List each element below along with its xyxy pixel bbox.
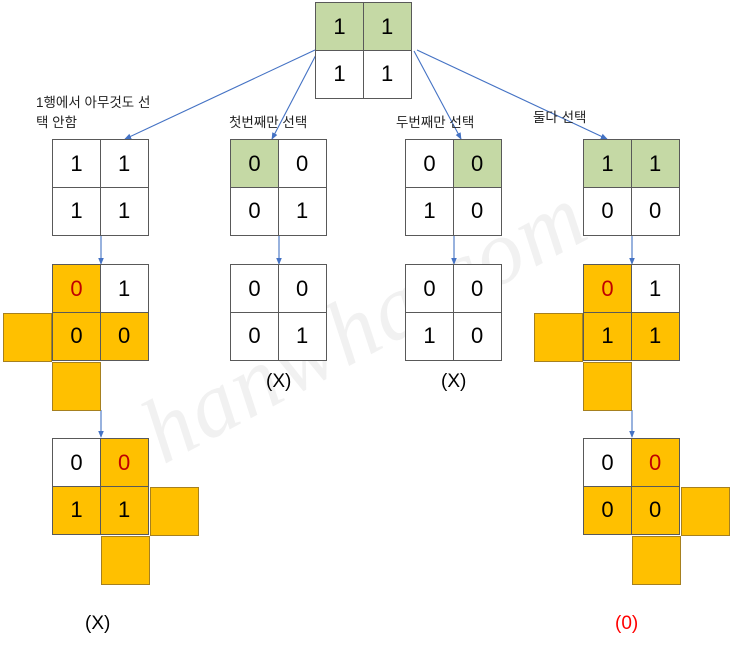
branch-label-first-only: 첫번째만 선택 (229, 115, 308, 130)
cell-1-1[interactable]: 1 (630, 311, 680, 361)
cell-1-0[interactable]: 1 (405, 311, 454, 361)
cell-1-1[interactable]: 0 (452, 311, 502, 361)
grid-row: 1 1 (52, 139, 149, 188)
marked-zero: 0 (117, 449, 131, 475)
cell-1-0[interactable]: 1 (52, 485, 101, 535)
grid-row: 0 1 (52, 264, 149, 313)
cell-0-0[interactable]: 1 (583, 139, 632, 188)
cell-0-0[interactable]: 1 (52, 139, 101, 188)
verdict-first-only: (X) (266, 371, 292, 392)
cell-0-0[interactable]: 0 (583, 438, 632, 487)
grid-row: 1 1 (583, 311, 680, 361)
cell-0-0[interactable]: 0 (405, 264, 454, 313)
grid-row: 0 0 (583, 438, 680, 487)
cell-0-1[interactable]: 1 (630, 264, 680, 313)
level3-grid-first-only[interactable]: 0 0 0 1 (230, 264, 327, 361)
verdict-second-only: (X) (441, 371, 467, 392)
root-grid[interactable]: 1 1 1 1 (315, 2, 412, 99)
root-cell-0-0[interactable]: 1 (315, 2, 364, 51)
arm-right-none-l4 (150, 487, 199, 536)
arm-left-none-l3 (3, 313, 52, 362)
level3-grid-none[interactable]: 0 1 0 0 (52, 264, 149, 361)
root-grid-row: 1 1 (315, 49, 412, 99)
cell-1-1[interactable]: 0 (630, 485, 680, 535)
cell-0-1[interactable]: 0 (452, 264, 502, 313)
grid-row: 0 0 (52, 438, 149, 487)
root-cell-1-1[interactable]: 1 (362, 49, 412, 99)
marked-zero: 0 (601, 275, 614, 301)
arm-bottom-both-l4 (632, 536, 681, 585)
cell-1-0[interactable]: 0 (230, 186, 279, 236)
cell-1-1[interactable]: 1 (277, 186, 327, 236)
grid-row: 0 0 (230, 264, 327, 313)
level4-grid-none[interactable]: 0 0 1 1 (52, 438, 149, 535)
grid-row: 1 0 (405, 311, 502, 361)
verdict-none: (X) (85, 613, 111, 634)
cell-0-0[interactable]: 0 (52, 438, 101, 487)
arm-bottom-none-l3 (52, 362, 101, 411)
cell-0-1[interactable]: 1 (99, 264, 149, 313)
level2-grid-first-only[interactable]: 0 0 0 1 (230, 139, 327, 236)
grid-row: 1 1 (52, 485, 149, 535)
grid-row: 0 0 (405, 264, 502, 313)
cell-0-0[interactable]: 0 (230, 264, 279, 313)
branch-label-second-only: 두번째만 선택 (396, 115, 475, 130)
level3-grid-second-only[interactable]: 0 0 1 0 (405, 264, 502, 361)
cell-0-0[interactable]: 0 (52, 264, 101, 313)
cell-1-0[interactable]: 1 (405, 186, 454, 236)
level4-grid-both[interactable]: 0 0 0 0 (583, 438, 680, 535)
branch-label-none: 1행에서 아무것도 선 택 안함 (36, 95, 151, 130)
grid-row: 0 0 (583, 485, 680, 535)
root-cell-0-1[interactable]: 1 (362, 2, 412, 51)
cell-1-0[interactable]: 0 (230, 311, 279, 361)
level3-grid-both[interactable]: 0 1 1 1 (583, 264, 680, 361)
level2-grid-second-only[interactable]: 0 0 1 0 (405, 139, 502, 236)
grid-row: 0 0 (405, 139, 502, 188)
root-cell-1-0[interactable]: 1 (315, 49, 364, 99)
level2-grid-both[interactable]: 1 1 0 0 (583, 139, 680, 236)
cell-0-0[interactable]: 0 (583, 264, 632, 313)
arm-right-both-l4 (681, 487, 730, 536)
branch-label-both: 둘다 선택 (533, 110, 587, 125)
cell-1-0[interactable]: 1 (583, 311, 632, 361)
cell-0-1[interactable]: 1 (99, 139, 149, 188)
grid-row: 0 1 (583, 264, 680, 313)
cell-0-1[interactable]: 0 (99, 438, 149, 487)
arm-bottom-both-l3 (583, 362, 632, 411)
cell-1-1[interactable]: 0 (452, 186, 502, 236)
cell-1-1[interactable]: 1 (99, 485, 149, 535)
cell-0-1[interactable]: 1 (630, 139, 680, 188)
cell-0-0[interactable]: 0 (405, 139, 454, 188)
arm-left-both-l3 (534, 313, 583, 362)
watermark-text: hanwha.com (124, 163, 604, 483)
cell-0-1[interactable]: 0 (277, 139, 327, 188)
marked-zero: 0 (648, 449, 662, 475)
cell-1-0[interactable]: 0 (583, 186, 632, 236)
grid-row: 1 0 (405, 186, 502, 236)
grid-row: 0 0 (52, 311, 149, 361)
cell-1-1[interactable]: 1 (99, 186, 149, 236)
grid-row: 0 0 (583, 186, 680, 236)
cell-1-1[interactable]: 0 (630, 186, 680, 236)
cell-0-1[interactable]: 0 (277, 264, 327, 313)
cell-1-1[interactable]: 1 (277, 311, 327, 361)
cell-0-1[interactable]: 0 (452, 139, 502, 188)
cell-1-1[interactable]: 0 (99, 311, 149, 361)
grid-row: 0 0 (230, 139, 327, 188)
cell-0-0[interactable]: 0 (230, 139, 279, 188)
level2-grid-none[interactable]: 1 1 1 1 (52, 139, 149, 236)
cell-0-1[interactable]: 0 (630, 438, 680, 487)
root-grid-row: 1 1 (315, 2, 412, 51)
grid-row: 1 1 (52, 186, 149, 236)
grid-row: 0 1 (230, 186, 327, 236)
arm-bottom-none-l4 (101, 536, 150, 585)
cell-1-0[interactable]: 1 (52, 186, 101, 236)
grid-row: 0 1 (230, 311, 327, 361)
cell-1-0[interactable]: 0 (583, 485, 632, 535)
cell-1-0[interactable]: 0 (52, 311, 101, 361)
marked-zero: 0 (70, 275, 83, 301)
grid-row: 1 1 (583, 139, 680, 188)
verdict-both: (0) (615, 613, 639, 634)
